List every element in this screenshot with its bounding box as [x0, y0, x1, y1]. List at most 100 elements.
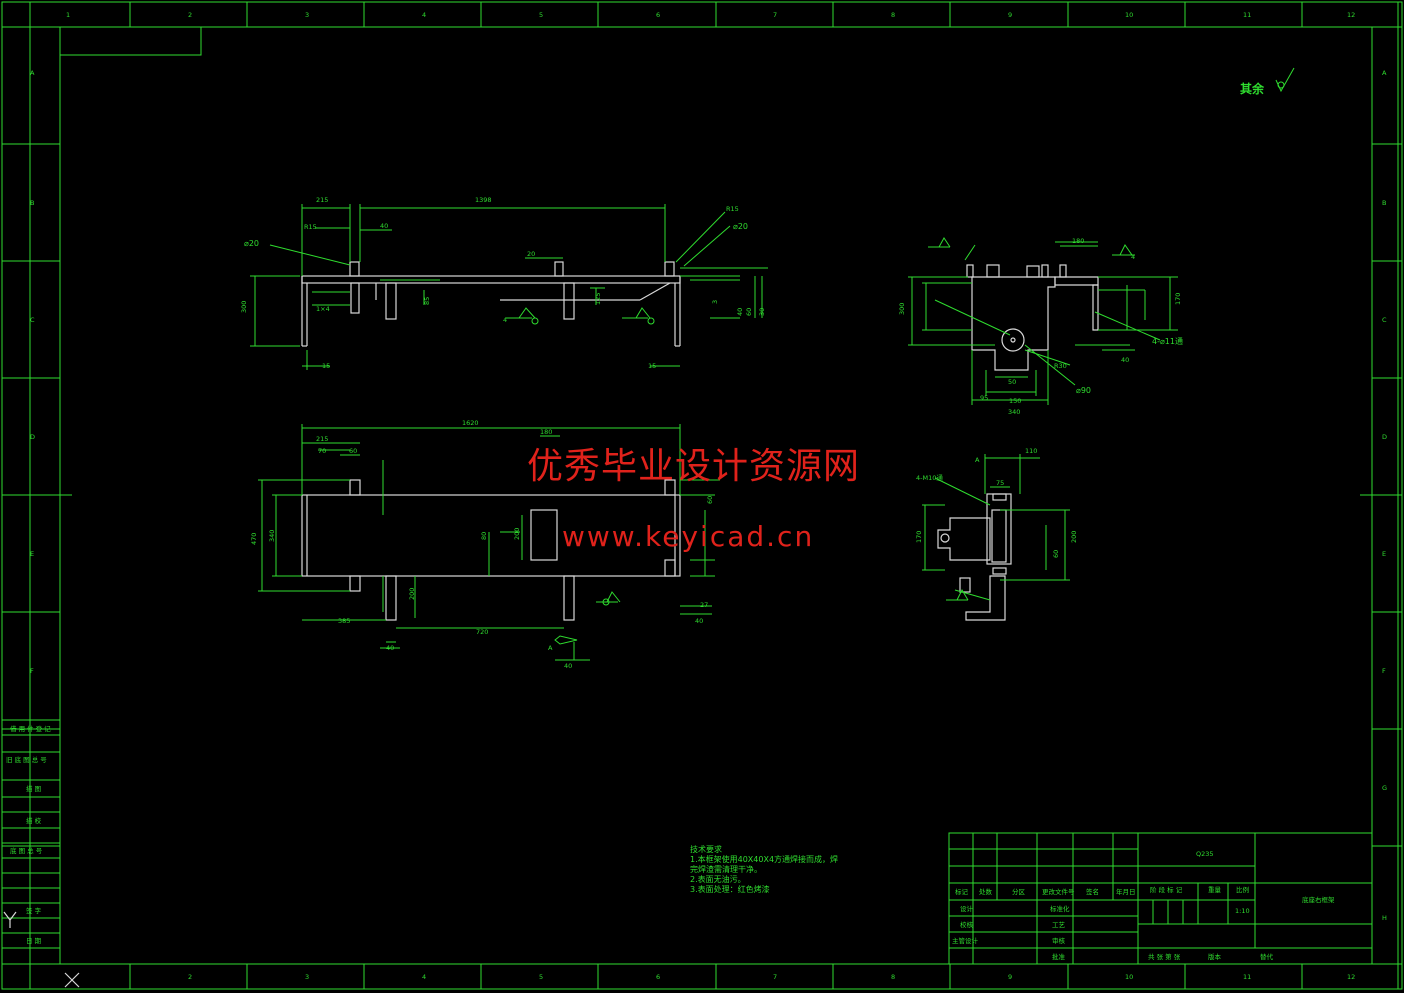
row-letter: H — [1382, 914, 1387, 922]
tb-row-label: 批准 — [1052, 952, 1066, 961]
dim-text: 150 — [1009, 397, 1021, 405]
part-name: 底座右框架 — [1302, 895, 1335, 904]
col-num: 8 — [891, 973, 895, 981]
dim-text: 70 — [318, 447, 326, 455]
dim-text: 20 — [527, 250, 535, 258]
tb-stage: 比例 — [1236, 885, 1249, 894]
dim-text: 1×4 — [316, 305, 330, 313]
col-num: 5 — [539, 973, 543, 981]
roughness-symbol-icon — [1275, 67, 1295, 93]
dim-text: 30 — [758, 308, 766, 316]
dim-text: 85 — [423, 297, 431, 305]
tech-title: 技术要求 — [690, 844, 722, 854]
top-ear-2 — [349, 575, 361, 592]
dim-text: 300 — [898, 303, 906, 315]
col-num: 11 — [1243, 11, 1251, 19]
dim-text: 60 — [349, 447, 357, 455]
strip-label: 描 图 — [26, 784, 41, 793]
top-leg-2 — [563, 575, 575, 621]
dim-text: 4 — [503, 316, 507, 324]
top-ear-4 — [664, 559, 676, 577]
dim-text: R30 — [1054, 362, 1067, 370]
col-num: 2 — [188, 973, 192, 981]
front-view: 215 1398 R15 40 20 300 15 15 85 125 3 40… — [240, 196, 768, 370]
top-frame-outer — [301, 494, 681, 577]
row-letter: E — [1382, 550, 1386, 558]
dim-text: 180 — [540, 428, 552, 436]
row-letter: C — [30, 316, 35, 324]
row-letter: F — [1382, 667, 1386, 675]
dim-text: 40 — [380, 222, 388, 230]
section-view: 110 75 170 200 60 A 4-M10通 — [915, 447, 1078, 621]
dim-text: 80 — [480, 532, 488, 540]
strip-label: 底 图 总 号 — [10, 846, 43, 855]
dim-text: 40 — [564, 662, 572, 670]
dim-text: 300 — [240, 301, 248, 313]
roughness-circle-icon — [1277, 81, 1285, 89]
ucs-y-icon — [3, 911, 17, 928]
col-num: 9 — [1008, 973, 1012, 981]
top-plate — [530, 509, 558, 561]
dim-text: 75 — [996, 479, 1004, 487]
col-num: 3 — [305, 973, 309, 981]
col-num: 10 — [1125, 11, 1133, 19]
col-num: 10 — [1125, 973, 1133, 981]
row-letter: A — [1382, 69, 1387, 77]
row-letter: F — [30, 667, 34, 675]
side-hole-circle — [1001, 328, 1025, 352]
col-num: 9 — [1008, 11, 1012, 19]
row-letter: B — [30, 199, 34, 207]
dim-text: 200 — [408, 588, 416, 600]
side-view: 180 300 340 150 95 170 40 50 R30 4 4-⌀11… — [898, 237, 1183, 416]
tb-header: 处数 — [979, 887, 993, 896]
top-leg-1 — [385, 575, 397, 621]
dia-right-label: ⌀20 — [733, 222, 748, 231]
top-view: 1620 180 215 70 60 470 340 385 720 40 40… — [250, 419, 720, 670]
dim-text: 340 — [1008, 408, 1020, 416]
front-post-1 — [350, 282, 360, 314]
hole-callout: ⌀90 — [1076, 386, 1091, 395]
strip-label: 旧 底 图 总 号 — [6, 755, 47, 764]
tech-line: 3.表面处理：红色烤漆 — [690, 884, 770, 894]
material-text: Q235 — [1196, 850, 1214, 858]
front-post-2 — [385, 282, 397, 320]
col-num: 7 — [773, 973, 777, 981]
col-num: 7 — [773, 11, 777, 19]
dim-text: 200 — [513, 528, 521, 540]
dim-text: 4 — [1131, 253, 1135, 261]
left-strip-table: 借 用 件 登 记 旧 底 图 总 号 描 图 描 校 底 图 总 号 签 字 … — [2, 719, 80, 988]
tb-bottom: 替代 — [1260, 952, 1274, 961]
row-letter: C — [1382, 316, 1387, 324]
col-num: 8 — [891, 11, 895, 19]
tb-stage: 阶 段 标 记 — [1150, 885, 1183, 894]
tech-line: 1.本框架使用40X40X4方通焊接而成，焊 — [690, 854, 838, 864]
dim-text: 215 — [316, 435, 328, 443]
row-letter: B — [1382, 199, 1386, 207]
dim-text: 1620 — [462, 419, 479, 427]
title-block: Q235 底座右框架 1:10 标记 处数 分区 更改文件号 签名 年月日 设计… — [948, 832, 1373, 965]
dim-text: 215 — [316, 196, 328, 204]
tb-header: 更改文件号 — [1042, 887, 1075, 896]
col-num: 11 — [1243, 973, 1251, 981]
dim-text: R15 — [304, 223, 317, 231]
dim-text: 720 — [476, 628, 488, 636]
dim-text: 15 — [648, 362, 656, 370]
dim-text: 200 — [1070, 531, 1078, 543]
strip-label: 日 期 — [26, 937, 42, 945]
top-ear-3 — [664, 479, 676, 496]
dim-text: 60 — [745, 308, 753, 316]
front-ear-left — [349, 261, 360, 277]
dim-text: 470 — [250, 533, 258, 545]
front-ear-mid — [554, 261, 564, 277]
dim-text: R15 — [726, 205, 739, 213]
row-letter: G — [1382, 784, 1387, 792]
tb-bottom: 版本 — [1208, 952, 1222, 961]
front-top-beam — [301, 275, 681, 284]
tech-line: 完焊渣需清理干净。 — [690, 864, 762, 874]
col-num: 3 — [305, 11, 309, 19]
dim-text: 50 — [1008, 378, 1016, 386]
tb-row-label: 主管设计 — [952, 936, 979, 945]
section-plate — [937, 517, 991, 561]
tb-row-label: 设计 — [960, 904, 974, 913]
